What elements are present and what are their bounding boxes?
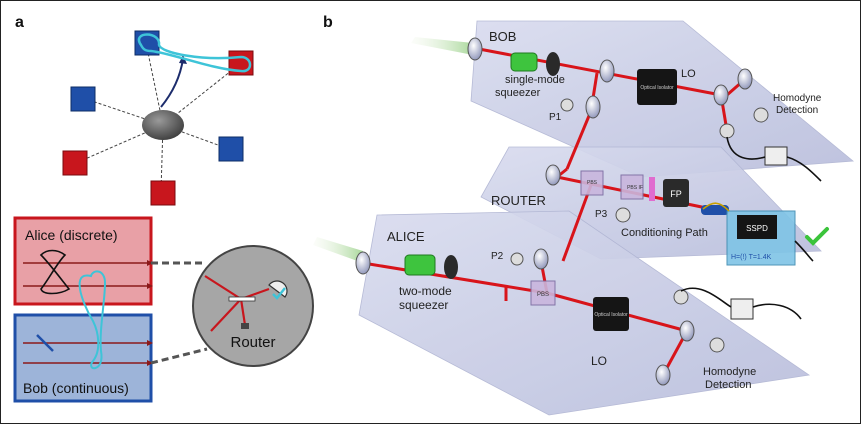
router-circle [192,245,314,367]
alice-lo-label: LO [591,354,607,368]
node-blue-left [70,86,96,112]
bob-squeezer-crystal [510,52,538,72]
bob-pump-beam [411,37,473,55]
bob-homodyne-label-2: Detection [776,105,818,116]
router-p3-detector [615,207,631,223]
alice-squeezer-crystal [404,254,436,276]
bob-arrow-2 [147,360,153,366]
network-hub [142,110,184,140]
bob-label: Bob (continuous) [23,380,129,396]
connector-bob [150,347,208,365]
alice-homodyne-detector-2 [709,337,725,353]
entanglement-loop [137,33,252,73]
router-p3-label: P3 [595,209,608,220]
bob-input-mirror [467,37,483,61]
alice-homodyne-label-2: Detection [705,379,751,391]
alice-arrow-1 [147,260,153,266]
bob-homodyne-bs [713,84,729,106]
alice-arrow-2 [147,283,153,289]
router-fp-label: FP [670,189,682,199]
router-conditioning-label: Conditioning Path [621,227,708,239]
bob-optical-isolator [637,69,677,105]
bob-p1-detector [560,98,574,112]
bob-squeezer-label-1: single-mode [505,74,565,86]
sspd-cable [794,240,814,262]
alice-box [13,216,153,306]
bob-arrow-1 [147,340,153,346]
alice-squeezer-label-2: squeezer [399,298,448,312]
router-pbs-if-label: PBS IF [627,185,643,191]
alice-optical-isolator-label: Optical Isolator [594,312,628,318]
bob-lo-label: LO [681,68,696,80]
alice-bob-entanglement [78,270,107,370]
router-label: Router [230,334,275,351]
bob-lo-mirror [737,68,753,90]
bob-homodyne-detector-2 [753,107,769,123]
alice-p2-label: P2 [491,251,504,262]
bob-homodyne-label-1: Homodyne [773,93,822,104]
router-check-icon [272,287,286,300]
bob-box [13,313,153,403]
alice-p2-detector [510,252,524,266]
sspd-label: SSPD [746,224,768,233]
alice-homodyne-label-1: Homodyne [703,366,756,378]
alice-pbs [530,280,556,306]
alice-title: ALICE [387,229,425,244]
bob-optical-isolator-label: Optical Isolator [640,85,674,91]
router-filter [649,177,655,201]
alice-homodyne-cable [680,287,802,320]
bob-homodyne-detector-1 [719,123,735,139]
node-red-bottom [150,180,176,206]
bob-mirror-1 [599,59,615,83]
router-fiber-coupler [701,205,729,215]
router-pbs-label: PBS [587,180,598,186]
sspd-device [737,215,777,239]
bob-squeezer-label-2: squeezer [495,87,541,99]
alice-discrete-symbol [39,249,71,295]
router-pbs [580,170,604,196]
alice-plate [358,210,811,416]
sspd-info: H=(!) T=1.4K [731,254,772,261]
sspd-fiber [702,202,730,212]
bob-homodyne-box [764,146,788,166]
node-red-left [62,150,88,176]
bob-mirror-2 [585,95,601,119]
alice-pbs-label: PBS [537,292,549,298]
node-blue-right [218,136,244,162]
hub-arrow [160,58,184,108]
alice-mirror-up [533,248,549,270]
router-fp [663,179,689,207]
alice-homodyne-box [730,298,754,320]
bob-p1-label: P1 [549,112,562,123]
alice-homodyne-bs [679,320,695,342]
alice-squeezer-label-1: two-mode [399,284,452,298]
panel-b-label: b [323,14,333,31]
alice-optical-isolator [593,297,629,331]
alice-pump-beam [313,237,363,263]
alice-input-mirror [355,251,371,275]
sspd-check-icon [805,227,829,246]
router-small-block [241,323,249,329]
panel-a-label: a [15,14,24,31]
router-mirror [545,164,561,186]
bob-lens [546,52,560,76]
alice-lens [444,255,458,279]
bob-squeezer-mark [36,334,54,352]
router-beamsplitter [228,296,256,302]
alice-lo-mirror [655,364,671,386]
router-pbs-if [620,174,644,200]
alice-label: Alice (discrete) [25,227,118,243]
bob-homodyne-cable [726,136,822,182]
router-title: ROUTER [491,193,546,208]
alice-homodyne-detector-1 [673,289,689,305]
bob-title: BOB [489,29,516,44]
